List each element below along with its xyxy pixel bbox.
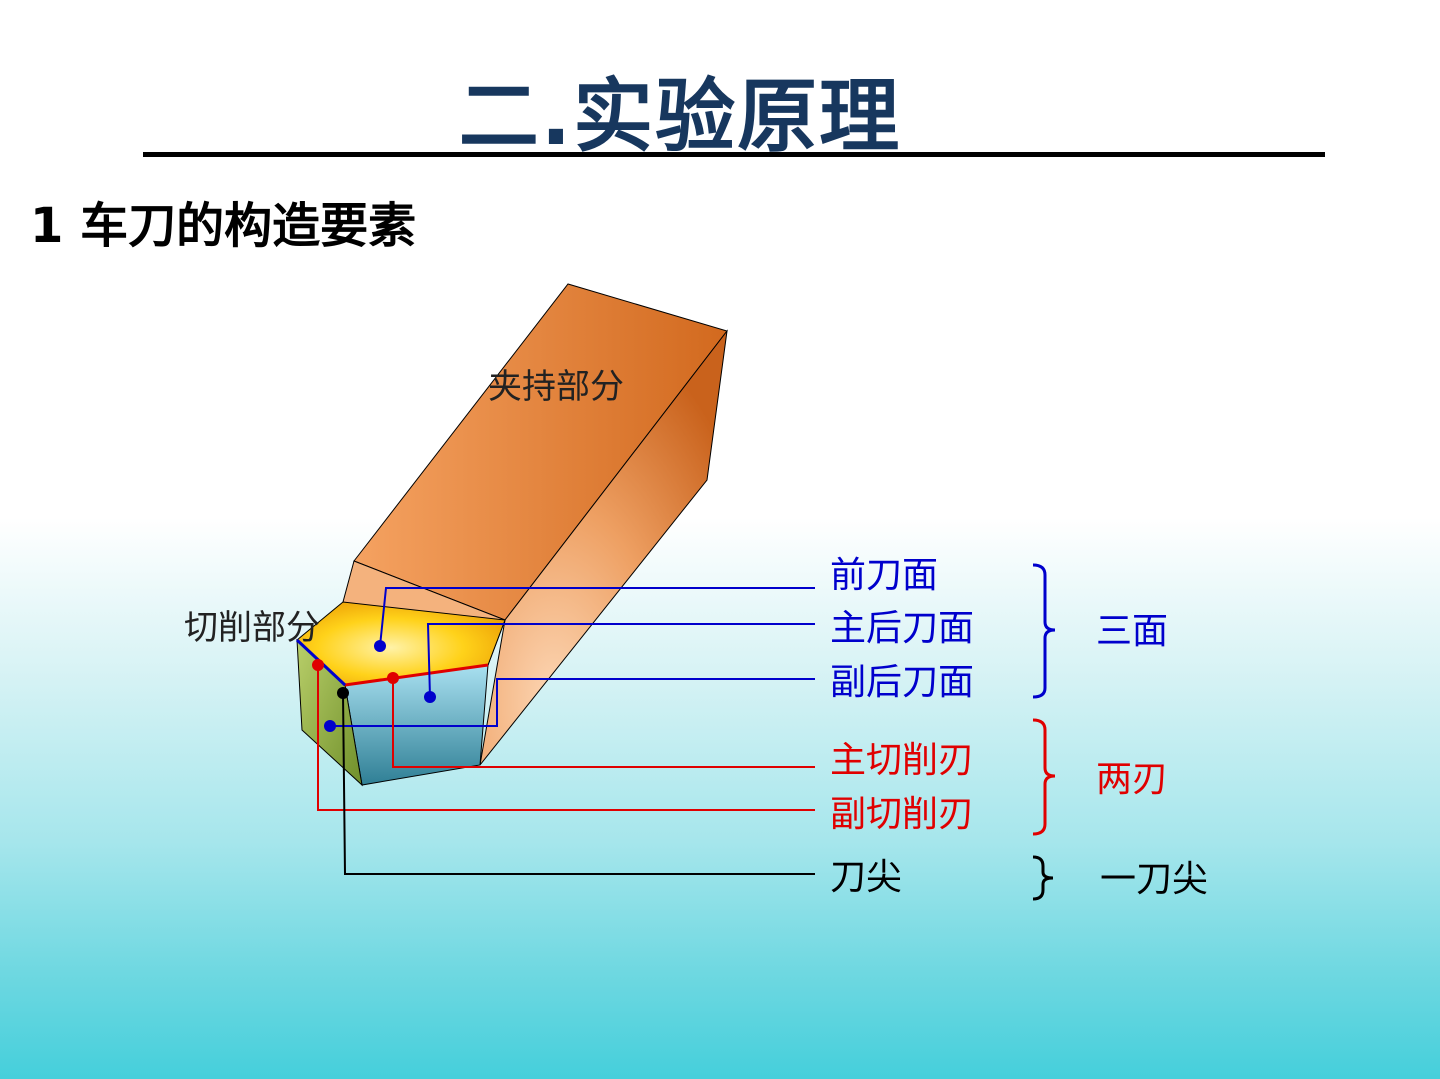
minor-edge-label: 副切削刃 xyxy=(830,794,974,835)
edges-brace xyxy=(1032,718,1056,836)
holder-part-label: 夹持部分 xyxy=(488,367,624,407)
minor-flank-marker xyxy=(324,720,336,732)
section-heading: 1 车刀的构造要素 xyxy=(30,198,417,254)
shank-side-face xyxy=(479,329,728,766)
minor-flank-leader xyxy=(330,678,815,727)
main-edge-line xyxy=(344,663,489,687)
main-flank-marker xyxy=(424,691,436,703)
main-flank-label: 主后刀面 xyxy=(830,608,974,649)
rake-face-leader xyxy=(379,587,815,647)
main-edge-label: 主切削刃 xyxy=(830,740,974,781)
minor-flank-label: 副后刀面 xyxy=(830,662,974,703)
main-edge-marker xyxy=(387,672,399,684)
page-title: 二.实验原理 xyxy=(458,70,902,163)
two-edges-label: 两刃 xyxy=(1096,759,1168,800)
rake-face-label: 前刀面 xyxy=(830,555,938,596)
tip-brace xyxy=(1032,855,1054,901)
minor-edge-leader xyxy=(317,665,815,811)
tip-marker xyxy=(337,687,349,699)
tip-leader xyxy=(342,692,815,875)
minor-edge-marker xyxy=(312,659,324,671)
one-tip-label: 一刀尖 xyxy=(1100,859,1208,900)
main-flank-leader xyxy=(426,623,815,698)
main-edge-leader xyxy=(392,678,815,768)
cutting-part-label: 切削部分 xyxy=(184,608,320,648)
tip-label: 刀尖 xyxy=(830,857,902,898)
three-faces-label: 三面 xyxy=(1096,611,1168,652)
title-divider xyxy=(143,152,1325,157)
rake-face-marker xyxy=(374,640,386,652)
faces-brace xyxy=(1032,563,1056,699)
